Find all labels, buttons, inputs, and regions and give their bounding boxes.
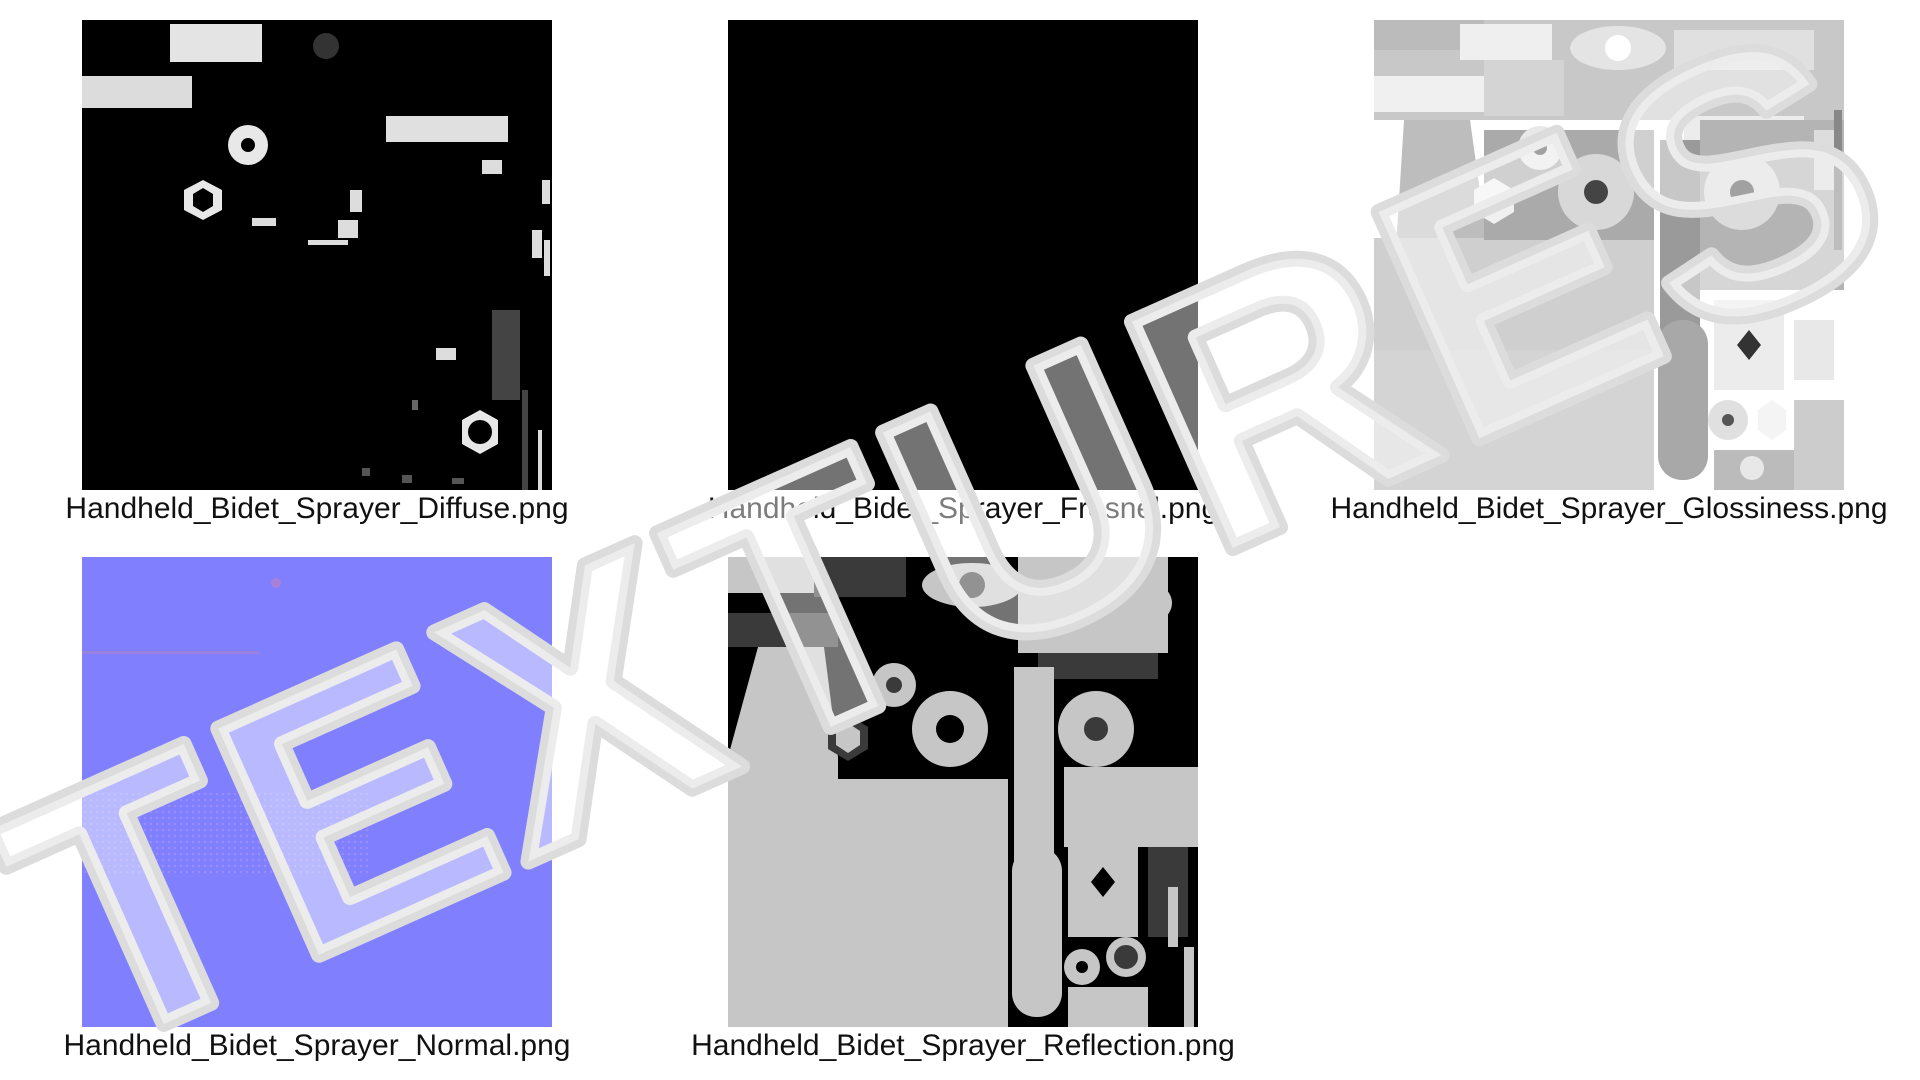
glossiness-texture-thumbnail[interactable] — [1374, 20, 1844, 490]
fresnel-texture-image — [728, 20, 1198, 490]
diffuse-texture-filename: Handheld_Bidet_Sprayer_Diffuse.png — [65, 492, 569, 525]
normal-texture-thumbnail[interactable] — [82, 557, 552, 1027]
glossiness-texture-image — [1374, 20, 1844, 490]
reflection-texture-image — [728, 557, 1198, 1027]
normal-texture-filename: Handheld_Bidet_Sprayer_Normal.png — [63, 1029, 571, 1062]
fresnel-texture-filename: Handheld_Bidet_Sprayer_Fresnel.png — [707, 492, 1219, 525]
diffuse-texture-thumbnail[interactable] — [82, 20, 552, 490]
fresnel-texture-thumbnail[interactable] — [728, 20, 1198, 490]
normal-texture-image — [82, 557, 552, 1027]
reflection-texture-filename: Handheld_Bidet_Sprayer_Reflection.png — [691, 1029, 1235, 1062]
glossiness-texture-filename: Handheld_Bidet_Sprayer_Glossiness.png — [1330, 492, 1888, 525]
reflection-texture-thumbnail[interactable] — [728, 557, 1198, 1027]
diffuse-texture-image — [82, 20, 552, 490]
